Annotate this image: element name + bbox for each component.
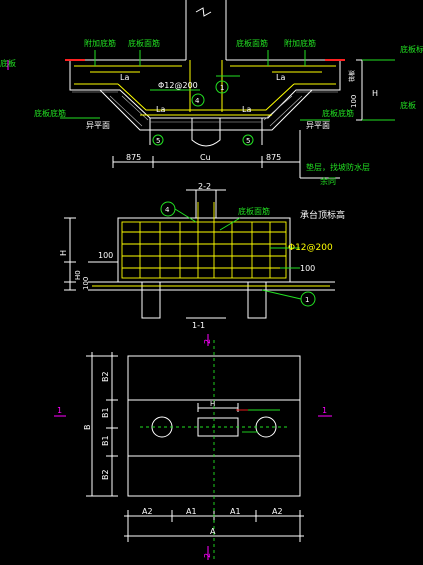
cut-label-left: 1	[57, 406, 62, 415]
dim-text-b: B	[83, 425, 92, 431]
label-added-bottom-bar-left: 附加底筋	[84, 38, 116, 48]
callout-circle-5b	[242, 134, 254, 146]
label-cap-top-elev: 承台顶标高	[300, 209, 345, 221]
label-lap-right: La	[276, 73, 285, 82]
plan-view	[86, 352, 304, 542]
label-lap-left-low: La	[156, 105, 165, 114]
label-side-left-partial: 底板	[0, 58, 16, 68]
callout-text-5a: 5	[156, 137, 160, 145]
dim-text-center: Cu	[200, 153, 211, 162]
label-waterproof: 垫层，找坡防水层	[306, 162, 370, 172]
dim-text-a2-left: A2	[142, 507, 153, 516]
section-title-22: 2-2	[198, 182, 211, 191]
callout-text-1-mid: 1	[305, 296, 309, 304]
callout-circle-5a	[152, 134, 164, 146]
label-bottom-bar-right: 底板底筋	[322, 108, 354, 118]
dim-text-h-plan: H	[210, 400, 215, 408]
label-bottom-face-bar-mid: 底板面筋	[238, 206, 270, 216]
plan-green-lines	[242, 409, 280, 433]
label-lap-left: La	[120, 73, 129, 82]
label-rebar-spec-top: Φ12@200	[158, 81, 198, 90]
label-cushion-left: 异平面	[86, 121, 110, 130]
cut-markers	[54, 334, 332, 560]
cut-label-right: 1	[322, 406, 327, 415]
dim-text-b1-top: B1	[101, 407, 110, 418]
callout-text-1-top: 1	[220, 84, 224, 92]
texts-top: 附加底筋 底板面筋 底板面筋 附加底筋 底板标高 底板底筋 底板底筋 底板 底板…	[0, 38, 423, 186]
rebars-cap	[92, 202, 330, 287]
label-side-right-partial: 底板	[400, 100, 416, 110]
dim-text-100-low: 100	[82, 277, 90, 290]
label-bottom-face-bar-left: 底板面筋	[128, 38, 160, 48]
annotations-top	[60, 50, 395, 146]
dim-text-left: 875	[126, 153, 141, 162]
callout-text-4-mid: 4	[165, 206, 170, 214]
dim-text-h-mid: H	[59, 250, 68, 256]
label-raft: 筏板	[348, 70, 356, 82]
dim-text-h0: H0	[74, 270, 82, 280]
label-rebar-spec-mid: Φ12@200	[288, 243, 333, 253]
dim-text-b1-bottom: B1	[101, 435, 110, 446]
dim-text-h-top: H	[372, 89, 378, 98]
dim-text-b2-bottom: B2	[101, 469, 110, 480]
label-bottom-face-bar-right: 底板面筋	[236, 38, 268, 48]
dim-text-100-left: 100	[98, 251, 113, 260]
dim-text-a2-right: A2	[272, 507, 283, 516]
annotations-22	[160, 201, 316, 307]
label-lap-right-low: La	[242, 105, 251, 114]
label-bottom-elev: 底板标高	[400, 44, 423, 54]
cut-label-bottom: 2	[203, 553, 212, 558]
callout-circle-4-top	[191, 93, 205, 107]
dim-text-right: 875	[266, 153, 281, 162]
markers-top	[7, 59, 345, 70]
callout-text-4-top: 4	[195, 97, 200, 105]
cushion-hatch	[72, 91, 338, 127]
dim-text-100-top: 100	[350, 95, 358, 108]
section-22	[64, 189, 335, 319]
cut-label-top: 2	[203, 339, 212, 344]
dim-text-b2-top: B2	[101, 371, 110, 382]
dim-text-a1-right: A1	[230, 507, 241, 516]
dim-text-100-right: 100	[300, 264, 315, 273]
label-added-bottom-bar-right: 附加底筋	[284, 38, 316, 48]
texts-22: 2-2 4 底板面筋 承台顶标高 Φ12@200 100 100 H H0 10…	[59, 182, 345, 330]
label-slope: 余同	[320, 176, 336, 186]
dim-text-a: A	[210, 527, 216, 536]
label-bottom-bar-left: 底板底筋	[34, 108, 66, 118]
rebars-top	[74, 60, 336, 116]
plan-centerlines	[140, 340, 290, 560]
dim-text-a1-left: A1	[186, 507, 197, 516]
label-cushion-right: 异平面	[306, 121, 330, 130]
section-label-11: 1-1	[192, 321, 205, 330]
texts-plan: B B2 B1 B1 B2 A2 A1 A1 A2 A H 1 1 2 2	[57, 339, 327, 558]
callout-circle-1-top	[215, 80, 229, 94]
callout-text-5b: 5	[246, 137, 250, 145]
